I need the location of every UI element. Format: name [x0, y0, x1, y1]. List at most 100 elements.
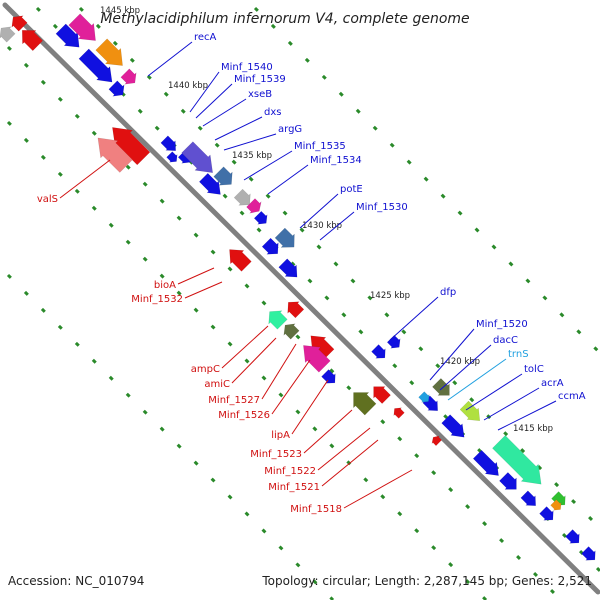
gene-label[interactable]: Minf_1520 [476, 319, 528, 330]
forward-gene-arrow[interactable] [246, 198, 262, 214]
label-leader-line [429, 328, 475, 381]
kbp-tick-label: 1415 kbp [513, 424, 553, 434]
forward-gene-arrow[interactable] [78, 48, 113, 83]
kbp-tick-label: 1435 kbp [232, 151, 272, 161]
label-leader-line [221, 325, 269, 369]
gene-features [0, 13, 596, 561]
forward-gene-arrow[interactable] [120, 68, 137, 85]
forward-gene-arrow[interactable] [181, 141, 213, 173]
forward-gene-arrow[interactable] [499, 472, 517, 490]
forward-gene-arrow[interactable] [274, 227, 295, 248]
reverse-gene-arrow[interactable] [21, 29, 44, 52]
gene-label[interactable]: Minf_1535 [294, 141, 346, 152]
gene-label[interactable]: dxs [264, 107, 281, 118]
gene-label[interactable]: valS [37, 194, 58, 205]
gene-label[interactable]: trnS [508, 349, 529, 360]
label-leader-line [439, 344, 492, 391]
gene-label[interactable]: Minf_1518 [290, 504, 342, 515]
genome-summary-text: Topology: circular; Length: 2,287,145 bp… [262, 574, 592, 588]
kbp-tick-label: 1425 kbp [370, 291, 410, 301]
gene-label[interactable]: Minf_1534 [310, 155, 362, 166]
forward-gene-arrow[interactable] [166, 151, 178, 163]
reverse-gene-arrow[interactable] [393, 407, 405, 419]
gene-label[interactable]: Minf_1530 [356, 202, 408, 213]
gene-label[interactable]: Minf_1532 [131, 294, 183, 305]
label-leader-line [465, 373, 523, 411]
reverse-gene-arrow[interactable] [268, 310, 288, 330]
gene-label[interactable]: recA [194, 32, 217, 43]
label-leader-line [291, 379, 329, 435]
reverse-gene-arrow[interactable] [11, 15, 28, 32]
forward-gene-arrow[interactable] [213, 166, 233, 186]
gene-label[interactable]: acrA [541, 378, 564, 389]
label-leader-line [202, 98, 247, 127]
reverse-gene-arrow[interactable] [353, 392, 377, 416]
gene-label[interactable]: bioA [154, 280, 176, 291]
forward-gene-arrow[interactable] [261, 237, 279, 255]
gene-label[interactable]: Minf_1540 [221, 62, 273, 73]
label-leader-line [223, 133, 277, 151]
reverse-gene-arrow[interactable] [283, 323, 300, 340]
gene-label[interactable]: Minf_1523 [250, 449, 302, 460]
forward-gene-arrow[interactable] [441, 414, 465, 438]
gene-label[interactable]: xseB [248, 89, 272, 100]
forward-gene-arrow[interactable] [581, 546, 596, 561]
forward-gene-arrow[interactable] [198, 172, 221, 195]
label-leader-line [299, 193, 339, 229]
reverse-gene-arrow[interactable] [303, 345, 331, 373]
gene-label[interactable]: Minf_1527 [208, 395, 260, 406]
reverse-gene-arrow[interactable] [431, 435, 443, 447]
reverse-gene-arrow[interactable] [229, 249, 252, 272]
forward-gene-arrow[interactable] [95, 38, 123, 66]
forward-gene-arrow[interactable] [539, 506, 554, 521]
label-leader-line [184, 281, 223, 299]
gene-label[interactable]: tolC [524, 364, 544, 375]
forward-gene-arrow[interactable] [55, 23, 80, 48]
forward-gene-arrow[interactable] [520, 490, 536, 506]
forward-gene-arrow[interactable] [278, 258, 298, 278]
forward-gene-arrow[interactable] [68, 13, 96, 41]
gene-label[interactable]: Minf_1521 [268, 482, 320, 493]
forward-gene-arrow[interactable] [432, 378, 450, 396]
gene-label[interactable]: dfp [440, 287, 456, 298]
reverse-gene-arrow[interactable] [0, 26, 16, 43]
gene-label[interactable]: ccmA [558, 391, 586, 402]
gene-label[interactable]: Minf_1522 [264, 466, 316, 477]
forward-gene-arrow[interactable] [160, 135, 176, 151]
gene-label[interactable]: Minf_1526 [218, 410, 270, 421]
reverse-gene-arrow[interactable] [97, 137, 133, 173]
label-leader-line [231, 337, 277, 384]
gene-label[interactable]: lipA [271, 430, 290, 441]
label-leader-line [59, 159, 111, 199]
rna-gene-arrow[interactable] [418, 391, 430, 403]
gene-label[interactable]: amiC [204, 379, 230, 390]
gene-label[interactable]: ampC [191, 364, 220, 375]
forward-gene-arrow[interactable] [492, 435, 542, 485]
kbp-tick-label: 1430 kbp [302, 221, 342, 231]
forward-gene-arrow[interactable] [550, 499, 562, 511]
label-leader-line [303, 409, 353, 454]
label-leader-line [317, 427, 371, 471]
forward-gene-arrow[interactable] [233, 188, 251, 206]
forward-gene-arrow[interactable] [108, 80, 125, 97]
forward-gene-arrow[interactable] [459, 400, 481, 422]
gene-label[interactable]: potE [340, 184, 363, 195]
gene-label[interactable]: dacC [493, 335, 518, 346]
forward-gene-arrow[interactable] [253, 210, 268, 225]
forward-gene-arrow[interactable] [565, 529, 580, 544]
label-leader-line [189, 71, 220, 113]
label-leader-line [447, 358, 507, 401]
label-leader-line [321, 439, 379, 487]
forward-gene-arrow[interactable] [371, 344, 386, 359]
dotted-track [78, 6, 600, 530]
reverse-gene-arrow[interactable] [287, 301, 305, 319]
gene-label[interactable]: argG [278, 124, 302, 135]
label-leader-line [343, 469, 413, 509]
forward-gene-arrow[interactable] [472, 449, 499, 476]
gene-label[interactable]: Minf_1539 [234, 74, 286, 85]
reverse-gene-arrow[interactable] [373, 386, 391, 404]
kbp-tick-label: 1420 kbp [440, 357, 480, 367]
kbp-tick-label: 1445 kbp [100, 6, 140, 16]
